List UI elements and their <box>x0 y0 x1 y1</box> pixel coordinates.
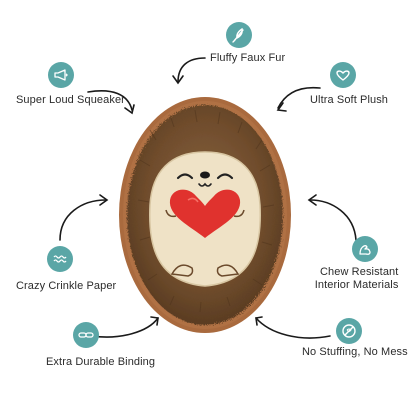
arrow-squeaker <box>87 90 133 111</box>
left-paw <box>165 209 177 218</box>
arrow-nostuffing <box>255 317 331 339</box>
no-stuffing-icon <box>336 318 362 344</box>
right-paw <box>233 209 245 218</box>
label-crazy-crinkle-paper: Crazy Crinkle Paper <box>16 280 117 292</box>
label-chew-line1: Chew Resistant <box>320 266 399 278</box>
right-eye <box>216 173 234 180</box>
right-foot <box>216 264 240 277</box>
label-ultra-soft-plush: Ultra Soft Plush <box>310 94 389 106</box>
arrow-plush <box>277 86 321 109</box>
feather-icon <box>226 22 252 48</box>
label-fluffy-faux-fur: Fluffy Faux Fur <box>210 52 286 64</box>
label-no-stuffing-no-mess: No Stuffing, No Mess <box>302 346 408 358</box>
arrow-binding <box>91 317 159 338</box>
heart-applique <box>169 189 241 238</box>
arrow-crinkle <box>59 199 107 241</box>
label-chew-resistant: Chew Resistant Interior Materials <box>315 266 399 292</box>
arm-icon <box>352 236 378 262</box>
left-foot <box>170 264 194 277</box>
nose <box>200 171 210 179</box>
heart-icon <box>330 62 356 88</box>
chain-icon <box>73 322 99 348</box>
arrow-chew <box>309 199 357 241</box>
horn-icon <box>48 62 74 88</box>
left-eye <box>176 173 194 180</box>
wave-icon <box>47 246 73 272</box>
arrow-fur <box>177 57 206 83</box>
label-chew-line2: Interior Materials <box>314 279 399 291</box>
label-extra-durable-binding: Extra Durable Binding <box>46 356 156 368</box>
mouth <box>198 182 212 187</box>
label-super-loud-squeaker: Super Loud Squeaker <box>16 94 125 106</box>
